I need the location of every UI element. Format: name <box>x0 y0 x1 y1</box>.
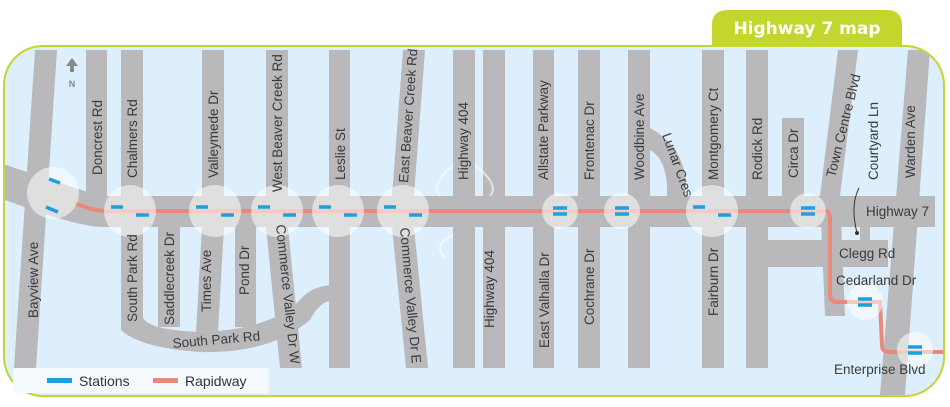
legend-stations: Stations <box>79 373 130 389</box>
stations <box>27 167 933 368</box>
road-label: Enterprise Blvd <box>834 362 926 377</box>
north-arrow-icon: N <box>66 58 78 89</box>
road-label: Courtyard Ln <box>866 102 881 180</box>
road-label: Saddlecreek Dr <box>162 231 177 325</box>
station-marker <box>48 177 61 185</box>
road-label: Warden Ave <box>903 105 918 178</box>
road-label: Times Ave <box>199 250 214 312</box>
road-label: Valleymede Dr <box>206 90 221 178</box>
road-label: Chalmers Rd <box>125 99 140 178</box>
road-label: West Beaver Creek Rd <box>270 54 285 192</box>
title-tab <box>712 10 902 45</box>
station-circle <box>686 185 738 237</box>
road-label: Fairburn Dr <box>706 247 721 316</box>
station-circle <box>312 185 364 237</box>
road-label: Pond Dr <box>237 245 252 295</box>
station-legend-swatch <box>47 378 72 383</box>
legend-rapidway: Rapidway <box>185 373 246 389</box>
road-label: Montgomery Ct <box>706 87 721 180</box>
road-label: Cochrane Dr <box>582 248 597 325</box>
road-label: Frontenac Dr <box>582 101 597 180</box>
road-label: Highway 404 <box>456 101 471 180</box>
road-label: Highway 404 <box>482 249 497 328</box>
road-label: Doncrest Rd <box>90 100 105 175</box>
map-title: Highway 7 map <box>733 19 880 39</box>
station-circle <box>251 185 303 237</box>
station-circle <box>377 185 429 237</box>
road-label: Woodbine Ave <box>632 93 647 180</box>
road-label: Highway 7 <box>866 204 929 219</box>
station-circle <box>27 167 79 219</box>
road-label: Circa Dr <box>786 128 801 178</box>
road-label: Bayview Ave <box>26 242 41 318</box>
station-circle <box>897 332 933 368</box>
road-label: Cedarland Dr <box>836 273 917 288</box>
road-label: South Park Rd <box>125 234 140 322</box>
station-circle <box>189 185 241 237</box>
road-label: Allstate Parkway <box>536 80 551 180</box>
rapidway-legend-swatch <box>153 378 178 383</box>
road-label: Clegg Rd <box>839 246 895 261</box>
station-marker <box>45 205 59 214</box>
station-circle <box>790 193 826 229</box>
road-label: Leslie St <box>333 128 348 180</box>
legend: Stations Rapidway <box>13 368 269 393</box>
north-label: N <box>69 79 76 89</box>
station-circle <box>604 193 640 229</box>
station-circle <box>542 193 578 229</box>
station-circle <box>847 284 883 320</box>
road-label: East Valhalla Dr <box>537 252 552 348</box>
road-label: Rodick Rd <box>750 118 765 180</box>
station-circle <box>104 185 156 237</box>
